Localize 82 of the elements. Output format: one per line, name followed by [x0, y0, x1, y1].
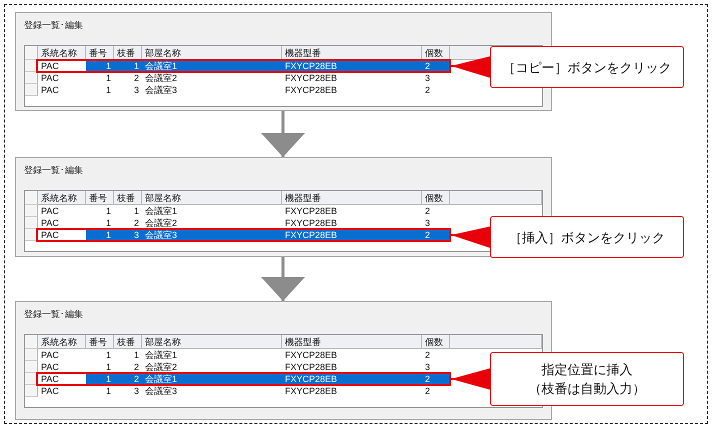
column-header: 系統名称 — [38, 335, 86, 349]
window-panel — [15, 157, 552, 257]
table-cell-text: 会議室3 — [144, 84, 178, 96]
table-cell-text: PAC — [40, 84, 60, 96]
table-cell-text: 2 — [132, 217, 140, 229]
table-cell-text: 会議室2 — [144, 217, 178, 229]
table-cell-text: 3 — [132, 385, 140, 397]
table-cell-text: PAC — [40, 217, 60, 229]
table-cell-text: FXYCP28EB — [284, 361, 338, 373]
column-header: 機器型番 — [282, 335, 422, 349]
panel-title: 登録一覧･編集 — [24, 19, 83, 32]
table-cell-text: PAC — [40, 205, 60, 217]
table-cell-text: 1 — [104, 72, 112, 84]
callout-pointer — [450, 226, 492, 248]
table-cell-text: FXYCP28EB — [284, 72, 338, 84]
table-cell-text: 1 — [104, 84, 112, 96]
table-cell-text: FXYCP28EB — [284, 84, 338, 96]
down-arrow — [261, 257, 305, 301]
panel-title: 登録一覧･編集 — [24, 164, 83, 177]
column-header: 部屋名称 — [142, 335, 282, 349]
down-arrow — [261, 111, 305, 157]
column-header: 個数 — [422, 46, 450, 60]
column-header: 個数 — [422, 191, 450, 205]
table-cell-text: 会議室1 — [144, 205, 178, 217]
callout-box — [490, 216, 684, 258]
column-header: 部屋名称 — [142, 191, 282, 205]
table-cell-text: 3 — [424, 217, 432, 229]
table-cell-text: 1 — [132, 349, 140, 361]
table-cell-text: PAC — [40, 361, 60, 373]
column-header: 枝番 — [114, 191, 142, 205]
table-cell-text: 2 — [132, 72, 140, 84]
window-panel — [15, 12, 552, 111]
column-header: 機器型番 — [282, 191, 422, 205]
column-header: 枝番 — [114, 46, 142, 60]
table-cell-text: 2 — [424, 205, 432, 217]
table-cell-text: FXYCP28EB — [284, 349, 338, 361]
table-cell-text: 1 — [104, 385, 112, 397]
table-cell-text: 3 — [424, 72, 432, 84]
callout-text: ［コピー］ボタンをクリック — [502, 58, 672, 76]
selection-outline — [36, 59, 451, 73]
panel-title: 登録一覧･編集 — [24, 308, 83, 321]
column-header: 個数 — [422, 335, 450, 349]
selection-outline — [36, 228, 451, 242]
table-cell-text: 会議室1 — [144, 349, 178, 361]
table-cell-text: 3 — [132, 84, 140, 96]
table-cell-text: PAC — [40, 72, 60, 84]
column-header: 機器型番 — [282, 46, 422, 60]
table-cell-text: PAC — [40, 60, 60, 72]
column-header: 番号 — [86, 191, 114, 205]
table-cell-text: 2 — [132, 361, 140, 373]
selection-outline — [36, 372, 451, 386]
column-header: 枝番 — [114, 335, 142, 349]
table-cell-text: 3 — [424, 361, 432, 373]
column-header: 番号 — [86, 335, 114, 349]
table-cell-text: PAC — [40, 373, 60, 385]
table-cell-text: 1 — [104, 349, 112, 361]
table-cell-text: 会議室3 — [144, 385, 178, 397]
table-cell-text: 1 — [132, 205, 140, 217]
callout-pointer — [450, 56, 492, 78]
table-cell-text: 会議室2 — [144, 361, 178, 373]
table-cell-text: FXYCP28EB — [284, 385, 338, 397]
table-cell-text: 1 — [104, 205, 112, 217]
table-cell-text: 会議室2 — [144, 72, 178, 84]
table-cell-text: 2 — [424, 84, 432, 96]
column-header: 番号 — [86, 46, 114, 60]
callout-box — [490, 352, 684, 406]
column-header: 系統名称 — [38, 191, 86, 205]
table-cell-text: PAC — [40, 349, 60, 361]
callout-box — [490, 46, 684, 88]
table-cell-text: PAC — [40, 385, 60, 397]
callout-text: ［挿入］ボタンをクリック — [509, 228, 665, 246]
callout-text: 指定位置に挿入（枝番は自動入力） — [528, 361, 646, 398]
table-cell-text: FXYCP28EB — [284, 205, 338, 217]
table-cell-text: FXYCP28EB — [284, 217, 338, 229]
table-cell-text: PAC — [40, 229, 60, 241]
table-cell-text: 2 — [424, 385, 432, 397]
table-cell-text: 2 — [424, 349, 432, 361]
column-header: 系統名称 — [38, 46, 86, 60]
table-cell-text: 1 — [104, 361, 112, 373]
callout-pointer — [451, 368, 491, 390]
table-cell-text: 1 — [104, 217, 112, 229]
column-header: 部屋名称 — [142, 46, 282, 60]
